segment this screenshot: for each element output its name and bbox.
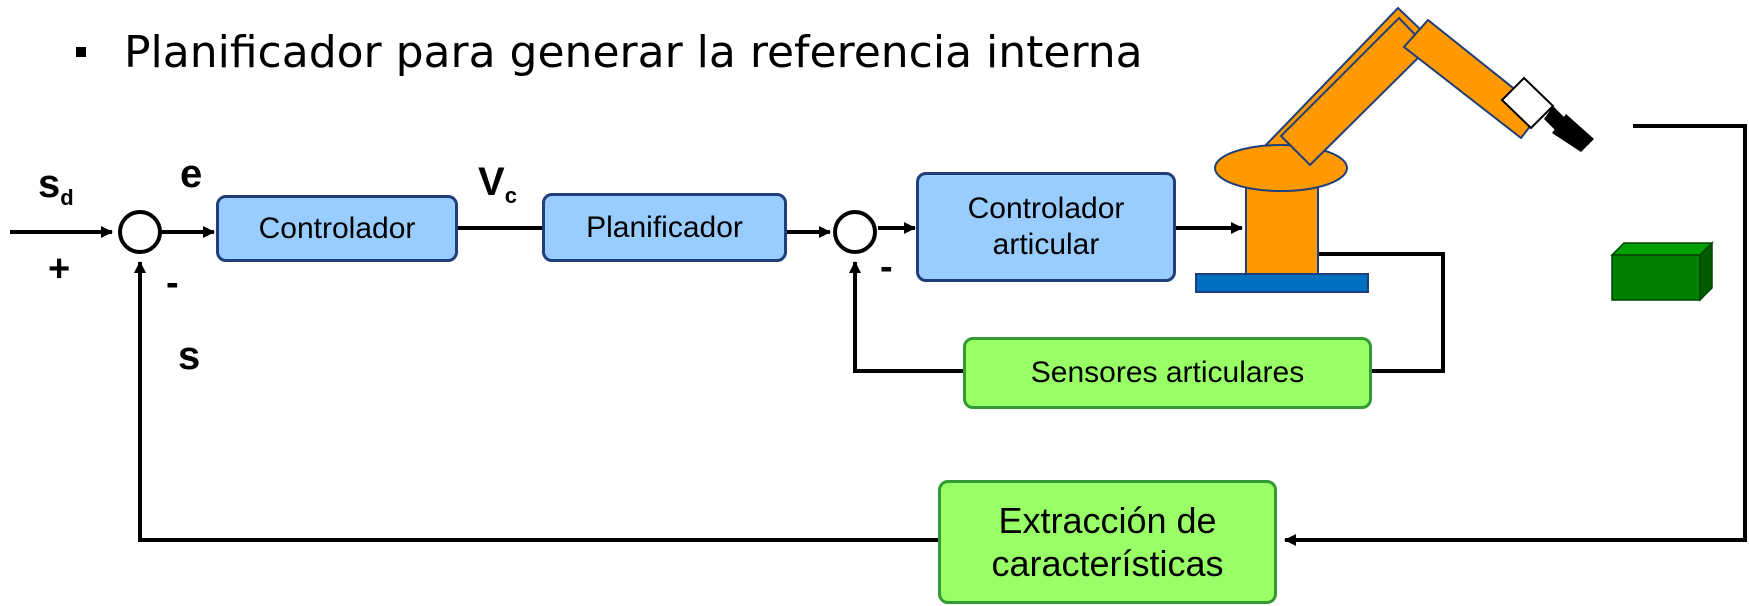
planificador-block: Planificador	[542, 193, 787, 262]
plus-sign: +	[48, 248, 71, 290]
controlador-articular-block: Controlador articular	[916, 172, 1176, 282]
signal-lines	[10, 124, 1747, 546]
bullet-text: Planificador para generar la referencia …	[124, 26, 1143, 78]
sensores-articulares-block: Sensores articulares	[963, 337, 1372, 409]
extraccion-caracteristicas-label: Extracción de características	[991, 499, 1224, 584]
controlador-label: Controlador	[258, 211, 416, 245]
camera-to-extraction-line	[1284, 124, 1747, 546]
sd-label: sd	[38, 162, 74, 210]
target-object-icon	[1610, 241, 1714, 302]
camera-lens-icon	[1552, 114, 1594, 152]
robot-arm-icon	[1195, 6, 1594, 293]
extraccion-caracteristicas-block: Extracción de características	[938, 480, 1277, 604]
planificador-label: Planificador	[586, 210, 743, 244]
s-feedback-label: s	[178, 334, 201, 378]
summing-junction-1	[118, 210, 162, 254]
vc-label: Vc	[478, 160, 517, 208]
minus-sign-2: -	[880, 246, 893, 288]
summing-junction-2	[833, 210, 877, 254]
bullet-square-icon	[76, 47, 86, 57]
minus-sign-1: -	[166, 262, 179, 304]
controlador-articular-label: Controlador articular	[967, 192, 1125, 261]
sensors-to-junction2-line	[849, 261, 963, 373]
controlador-block: Controlador	[216, 195, 458, 262]
camera-body-icon	[1500, 76, 1555, 130]
bullet-item: Planificador para generar la referencia …	[76, 22, 1143, 82]
sensores-articulares-label: Sensores articulares	[1030, 356, 1305, 389]
e-label: e	[180, 152, 203, 196]
robot-to-sensors-line	[1318, 252, 1445, 373]
extraction-to-junction1-line	[134, 261, 938, 542]
